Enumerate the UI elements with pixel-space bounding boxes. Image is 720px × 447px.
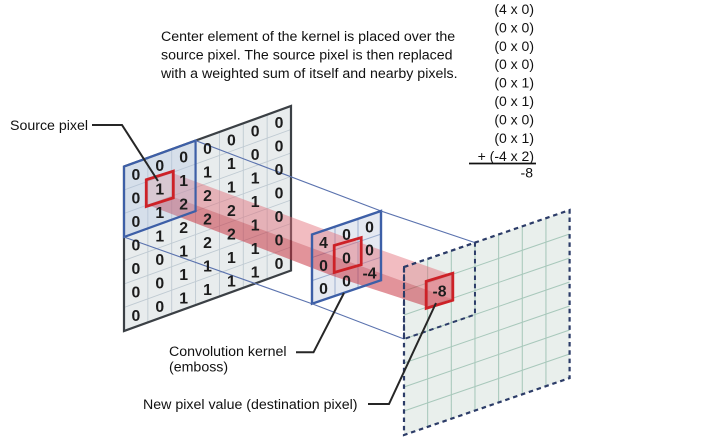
svg-text:(0 x 0): (0 x 0) [494, 56, 534, 72]
svg-text:0: 0 [132, 261, 141, 278]
svg-text:1: 1 [179, 291, 188, 308]
svg-text:Center element of the kernel i: Center element of the kernel is placed o… [161, 29, 455, 45]
svg-text:1: 1 [251, 194, 260, 211]
svg-text:0: 0 [203, 141, 212, 158]
svg-text:0: 0 [275, 232, 284, 249]
svg-text:2: 2 [179, 220, 188, 237]
svg-text:1: 1 [179, 173, 188, 190]
svg-text:0: 0 [155, 252, 164, 269]
svg-text:0: 0 [132, 284, 141, 301]
svg-text:(0 x 0): (0 x 0) [494, 19, 534, 35]
svg-text:0: 0 [132, 308, 141, 325]
svg-text:0: 0 [179, 150, 188, 167]
svg-text:1: 1 [179, 267, 188, 284]
svg-text:0: 0 [227, 132, 236, 149]
svg-text:1: 1 [155, 229, 164, 246]
svg-text:4: 4 [319, 235, 328, 252]
svg-text:Source pixel: Source pixel [10, 118, 88, 134]
svg-text:0: 0 [319, 281, 328, 298]
svg-text:1: 1 [227, 179, 236, 196]
svg-text:source pixel. The source pixel: source pixel. The source pixel is then r… [161, 48, 453, 64]
svg-text:0: 0 [365, 242, 374, 259]
svg-text:New pixel value (destination p: New pixel value (destination pixel) [143, 397, 358, 413]
svg-text:1: 1 [203, 258, 212, 275]
svg-text:-8: -8 [521, 165, 534, 181]
svg-text:1: 1 [251, 265, 260, 282]
svg-text:(emboss): (emboss) [169, 360, 228, 376]
svg-text:0: 0 [342, 250, 351, 267]
svg-text:0: 0 [275, 209, 284, 226]
svg-text:1: 1 [251, 218, 260, 235]
svg-text:1: 1 [203, 282, 212, 299]
svg-text:1: 1 [227, 273, 236, 290]
svg-text:1: 1 [203, 164, 212, 181]
svg-text:+ (-4 x 2): + (-4 x 2) [478, 148, 534, 164]
svg-text:1: 1 [179, 244, 188, 261]
svg-text:0: 0 [275, 162, 284, 179]
svg-text:1: 1 [251, 241, 260, 258]
svg-text:0: 0 [251, 147, 260, 164]
svg-text:0: 0 [132, 190, 141, 207]
svg-text:2: 2 [227, 203, 236, 220]
svg-text:0: 0 [132, 237, 141, 254]
svg-text:(0 x 1): (0 x 1) [494, 130, 534, 146]
svg-text:-4: -4 [362, 266, 376, 283]
svg-text:1: 1 [155, 182, 164, 199]
svg-text:with a weighted sum of itself: with a weighted sum of itself and nearby… [160, 66, 458, 82]
svg-text:0: 0 [132, 214, 141, 231]
svg-text:2: 2 [203, 188, 212, 205]
svg-text:1: 1 [227, 156, 236, 173]
svg-text:0: 0 [319, 258, 328, 275]
svg-text:0: 0 [275, 138, 284, 155]
svg-text:-8: -8 [432, 284, 446, 301]
svg-text:1: 1 [251, 171, 260, 188]
svg-text:0: 0 [275, 256, 284, 273]
svg-text:(4 x 0): (4 x 0) [494, 1, 534, 17]
svg-text:0: 0 [365, 219, 374, 236]
svg-text:1: 1 [227, 250, 236, 267]
svg-text:(0 x 1): (0 x 1) [494, 75, 534, 91]
svg-text:Convolution kernel: Convolution kernel [169, 344, 287, 360]
svg-text:0: 0 [275, 185, 284, 202]
svg-text:2: 2 [227, 226, 236, 243]
svg-text:0: 0 [342, 227, 351, 244]
svg-text:2: 2 [203, 235, 212, 252]
svg-text:0: 0 [342, 273, 351, 290]
svg-text:2: 2 [203, 211, 212, 228]
svg-text:(0 x 0): (0 x 0) [494, 38, 534, 54]
svg-text:(0 x 0): (0 x 0) [494, 111, 534, 127]
svg-text:0: 0 [251, 124, 260, 141]
svg-text:2: 2 [179, 197, 188, 214]
svg-text:(0 x 1): (0 x 1) [494, 93, 534, 109]
svg-text:0: 0 [155, 276, 164, 293]
svg-text:1: 1 [155, 205, 164, 222]
svg-text:0: 0 [132, 167, 141, 184]
svg-text:0: 0 [155, 299, 164, 316]
svg-text:0: 0 [155, 158, 164, 175]
svg-text:0: 0 [275, 115, 284, 132]
